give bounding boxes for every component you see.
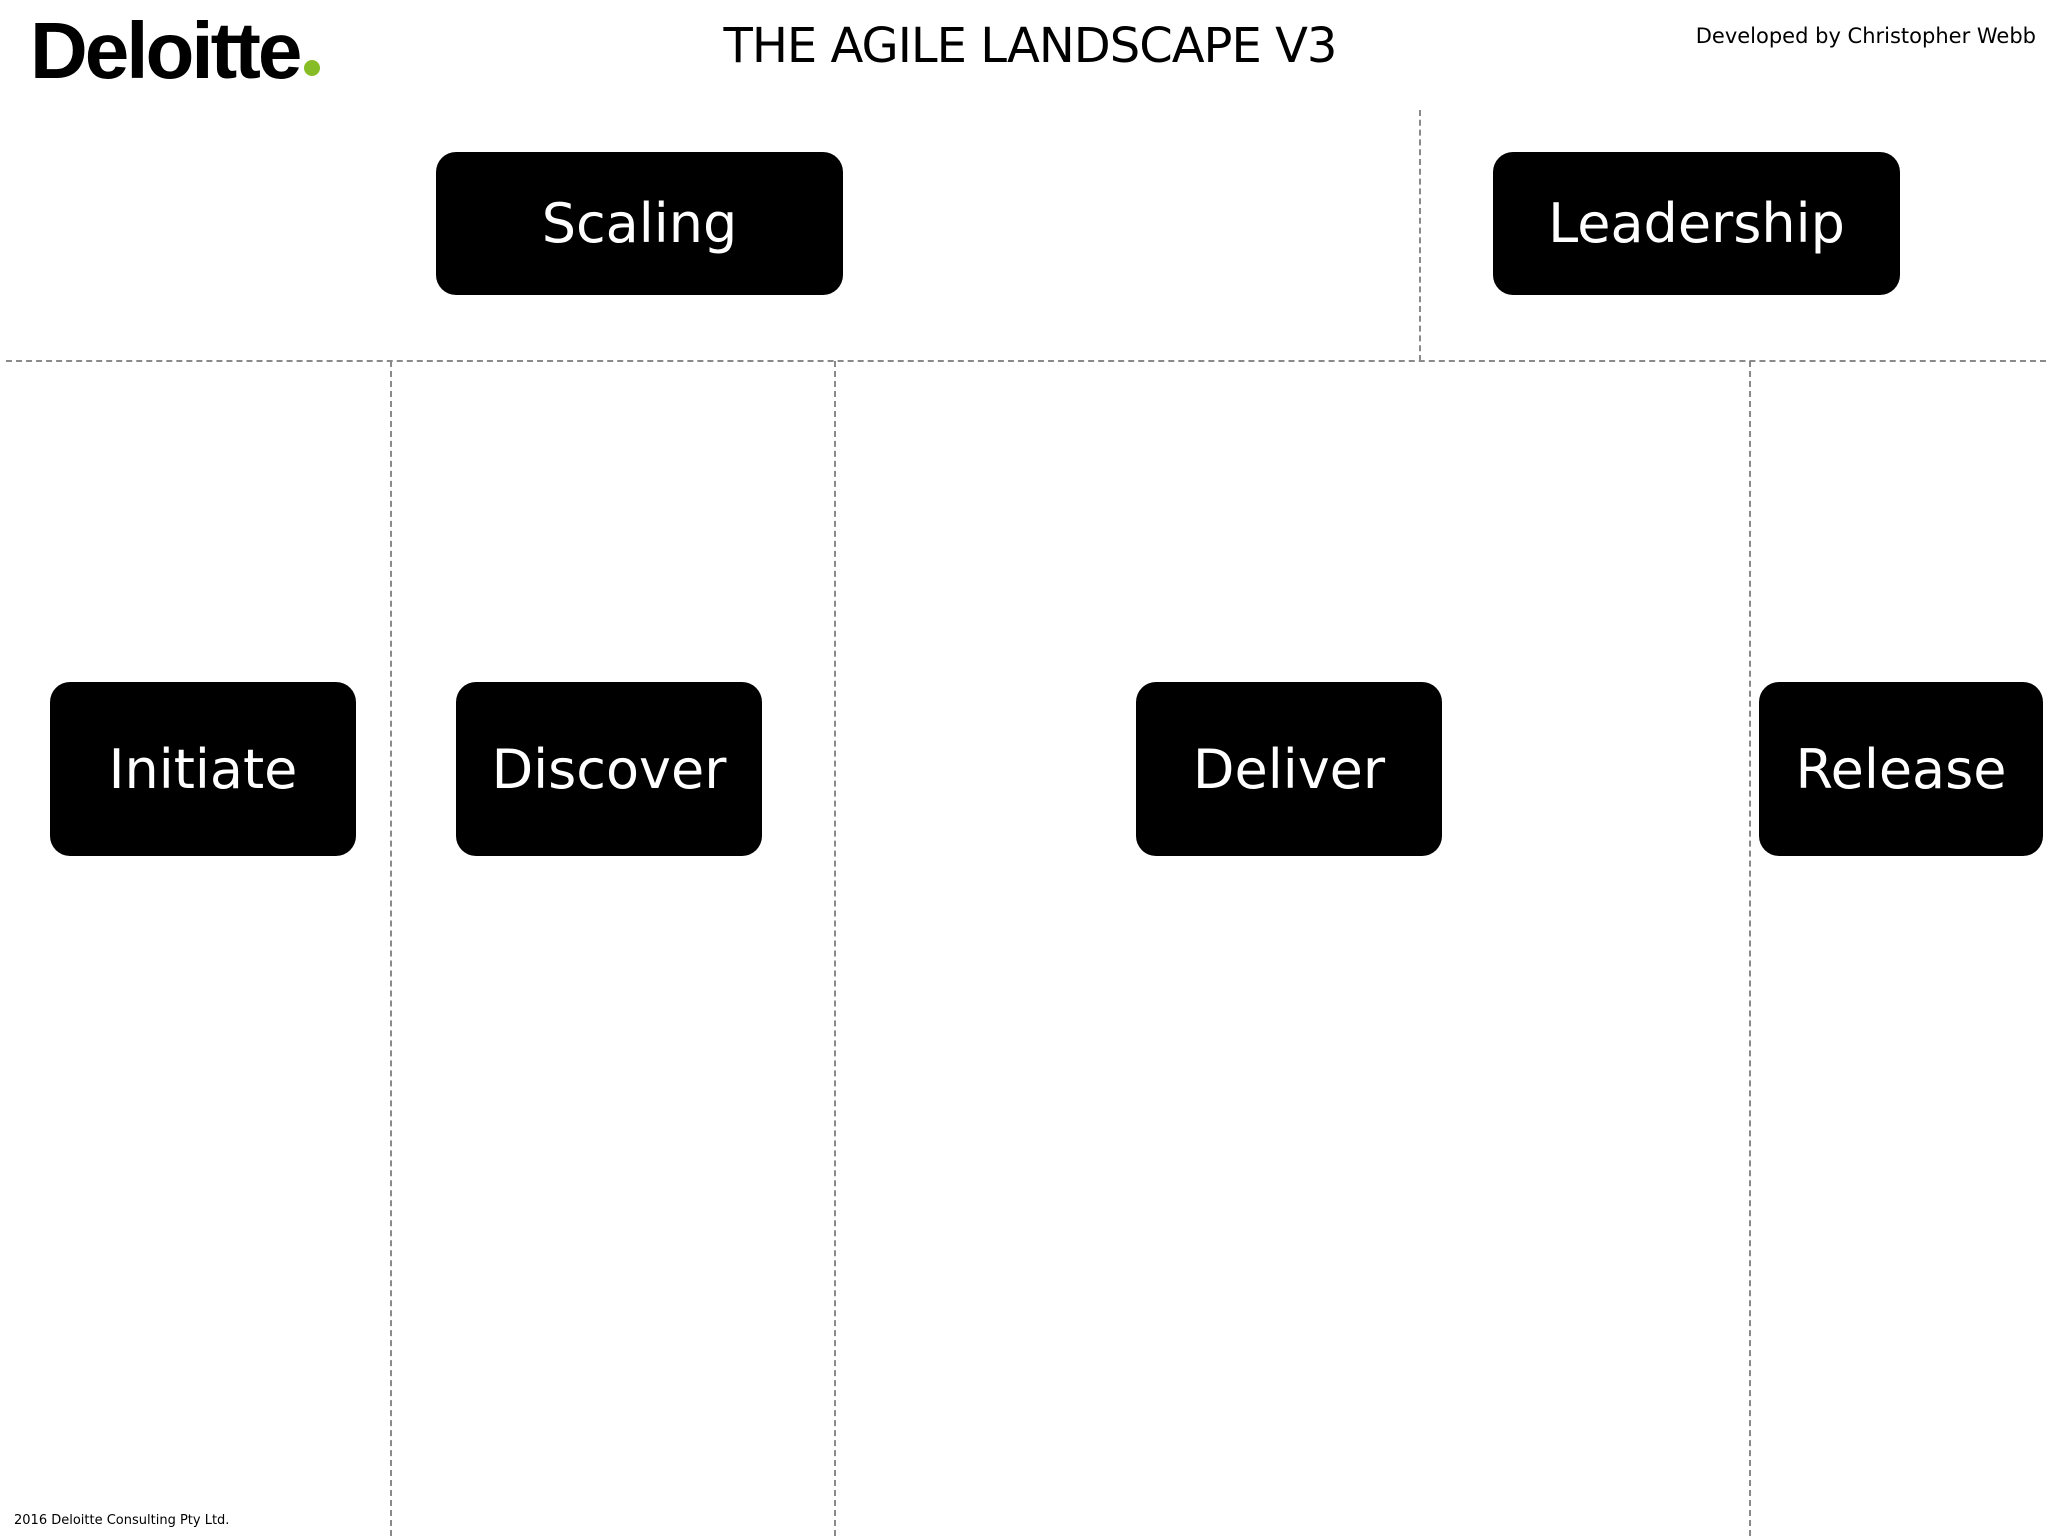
logo-dot (304, 60, 321, 76)
copyright-notice: 2016 Deloitte Consulting Pty Ltd. (14, 1513, 230, 1528)
initiate-discover-divider (390, 361, 392, 1536)
release-box: Release (1759, 682, 2043, 856)
deliver-release-divider (1749, 361, 1751, 1536)
discover-box: Discover (456, 682, 762, 856)
author-credit: Developed by Christopher Webb (1695, 24, 2036, 48)
scaling-box: Scaling (436, 152, 843, 295)
horizontal-divider (6, 360, 2046, 362)
leadership-box: Leadership (1493, 152, 1900, 295)
deliver-box: Deliver (1136, 682, 1442, 856)
initiate-box: Initiate (50, 682, 356, 856)
logo-text: Deloitte (30, 6, 302, 95)
page-title: THE AGILE LANDSCAPE V3 (723, 18, 1338, 74)
top-section-divider (1419, 110, 1421, 361)
deloitte-logo: Deloitte (30, 6, 321, 96)
discover-deliver-divider (834, 361, 836, 1536)
